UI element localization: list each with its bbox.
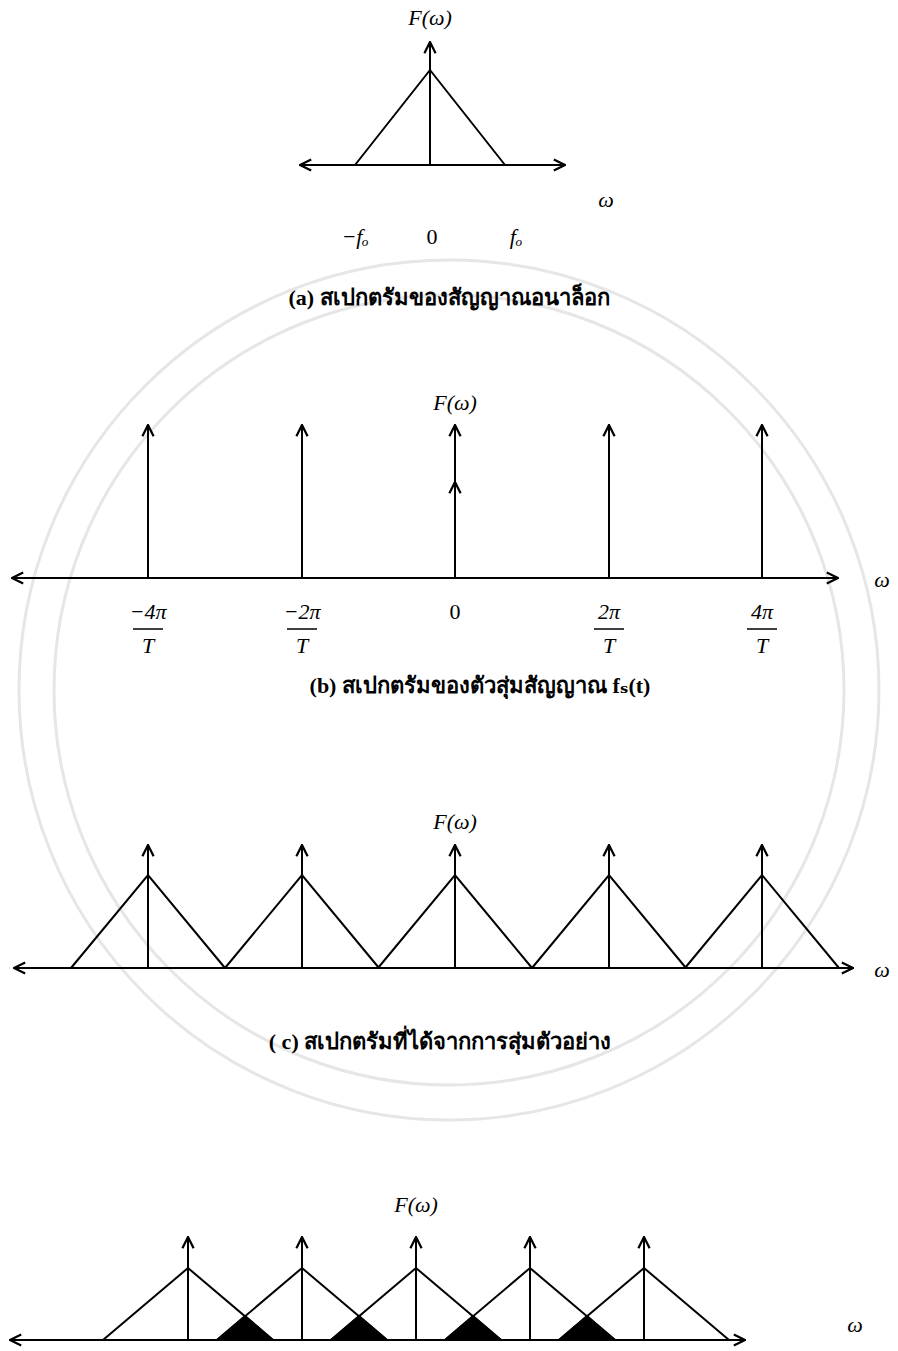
watermark-ring [19, 260, 879, 1120]
impulse [608, 425, 610, 578]
aliasing-overlap [559, 1316, 615, 1340]
axis-label: ω [874, 957, 890, 982]
amplitude-axis [429, 42, 431, 165]
tick-numerator: −4π [130, 599, 167, 624]
tick-denominator: T [296, 633, 308, 658]
impulse [301, 425, 303, 578]
fraction-bar [133, 628, 163, 630]
triangle-spectrum [355, 70, 505, 165]
aliasing-overlap [331, 1316, 387, 1340]
impulse [454, 425, 456, 578]
impulse [147, 425, 149, 578]
caption: ( c) สเปกตรัมที่ได้จากการสุ่มตัวอย่าง [269, 1029, 611, 1054]
impulse [187, 1237, 189, 1340]
impulse [761, 845, 763, 968]
impulse [147, 845, 149, 968]
tick-denominator: T [603, 633, 615, 658]
impulse [301, 1237, 303, 1340]
impulse [454, 845, 456, 968]
omega-axis [300, 164, 565, 166]
impulse [415, 1237, 417, 1340]
watermark [19, 260, 879, 1120]
fraction-bar [747, 628, 777, 630]
impulse [643, 1237, 645, 1340]
axis-label: F(ω) [433, 390, 477, 415]
tick-label: −fₒ [341, 224, 368, 249]
tick-numerator: 2π [598, 599, 620, 624]
tick-label: 0 [450, 599, 461, 624]
tick-denominator: T [756, 633, 768, 658]
fraction-bar [594, 628, 624, 630]
tick-denominator: T [142, 633, 154, 658]
watermark-ring [54, 295, 844, 1085]
impulse [761, 425, 763, 578]
aliasing-overlap [217, 1316, 273, 1340]
tick-label: 0 [427, 224, 438, 249]
caption: (b) สเปกตรัมของตัวสุ่มสัญญาณ fₛ(t) [310, 673, 651, 698]
axis-label: ω [598, 187, 614, 212]
axis-label: F(ω) [394, 1192, 438, 1217]
tick-numerator: −2π [284, 599, 321, 624]
impulse [529, 1237, 531, 1340]
axis-label: ω [874, 567, 890, 592]
axis-label: ω [847, 1312, 863, 1337]
impulse [301, 845, 303, 968]
omega-axis [14, 967, 853, 969]
axis-label: F(ω) [408, 5, 452, 30]
fraction-bar [287, 628, 317, 630]
caption: (a) สเปกตรัมของสัญญาณอนาล็อก [288, 285, 609, 310]
axis-label: F(ω) [433, 809, 477, 834]
impulse [454, 482, 456, 578]
impulse [608, 845, 610, 968]
tick-label: fₒ [510, 224, 522, 249]
tick-numerator: 4π [751, 599, 773, 624]
omega-axis [12, 577, 838, 579]
aliasing-overlap [445, 1316, 501, 1340]
